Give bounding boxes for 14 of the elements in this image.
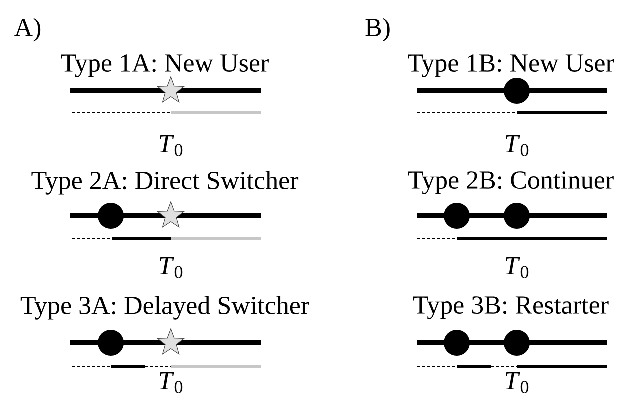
type-heading: Type 2A: Direct Switcher bbox=[32, 171, 299, 195]
time-label: T$_{0}$ bbox=[506, 258, 529, 278]
panel-letter: B) bbox=[366, 18, 390, 42]
type-heading: Type 3A: Delayed Switcher bbox=[20, 296, 310, 320]
time-label: T$_{0}$ bbox=[506, 136, 529, 156]
panel-letter: A) bbox=[14, 18, 41, 42]
type-heading: Type 1B: New User bbox=[408, 54, 614, 78]
type-heading: Type 2B: Continuer bbox=[408, 172, 614, 194]
type-heading: Type 1A: New User bbox=[61, 54, 269, 78]
time-label: T$_{0}$ bbox=[160, 372, 183, 394]
time-label: T$_{0}$ bbox=[506, 372, 529, 394]
time-label: T$_{0}$ bbox=[160, 258, 183, 278]
time-label: T$_{0}$ bbox=[160, 136, 183, 156]
type-heading: Type 3B: Restarter bbox=[413, 296, 609, 320]
